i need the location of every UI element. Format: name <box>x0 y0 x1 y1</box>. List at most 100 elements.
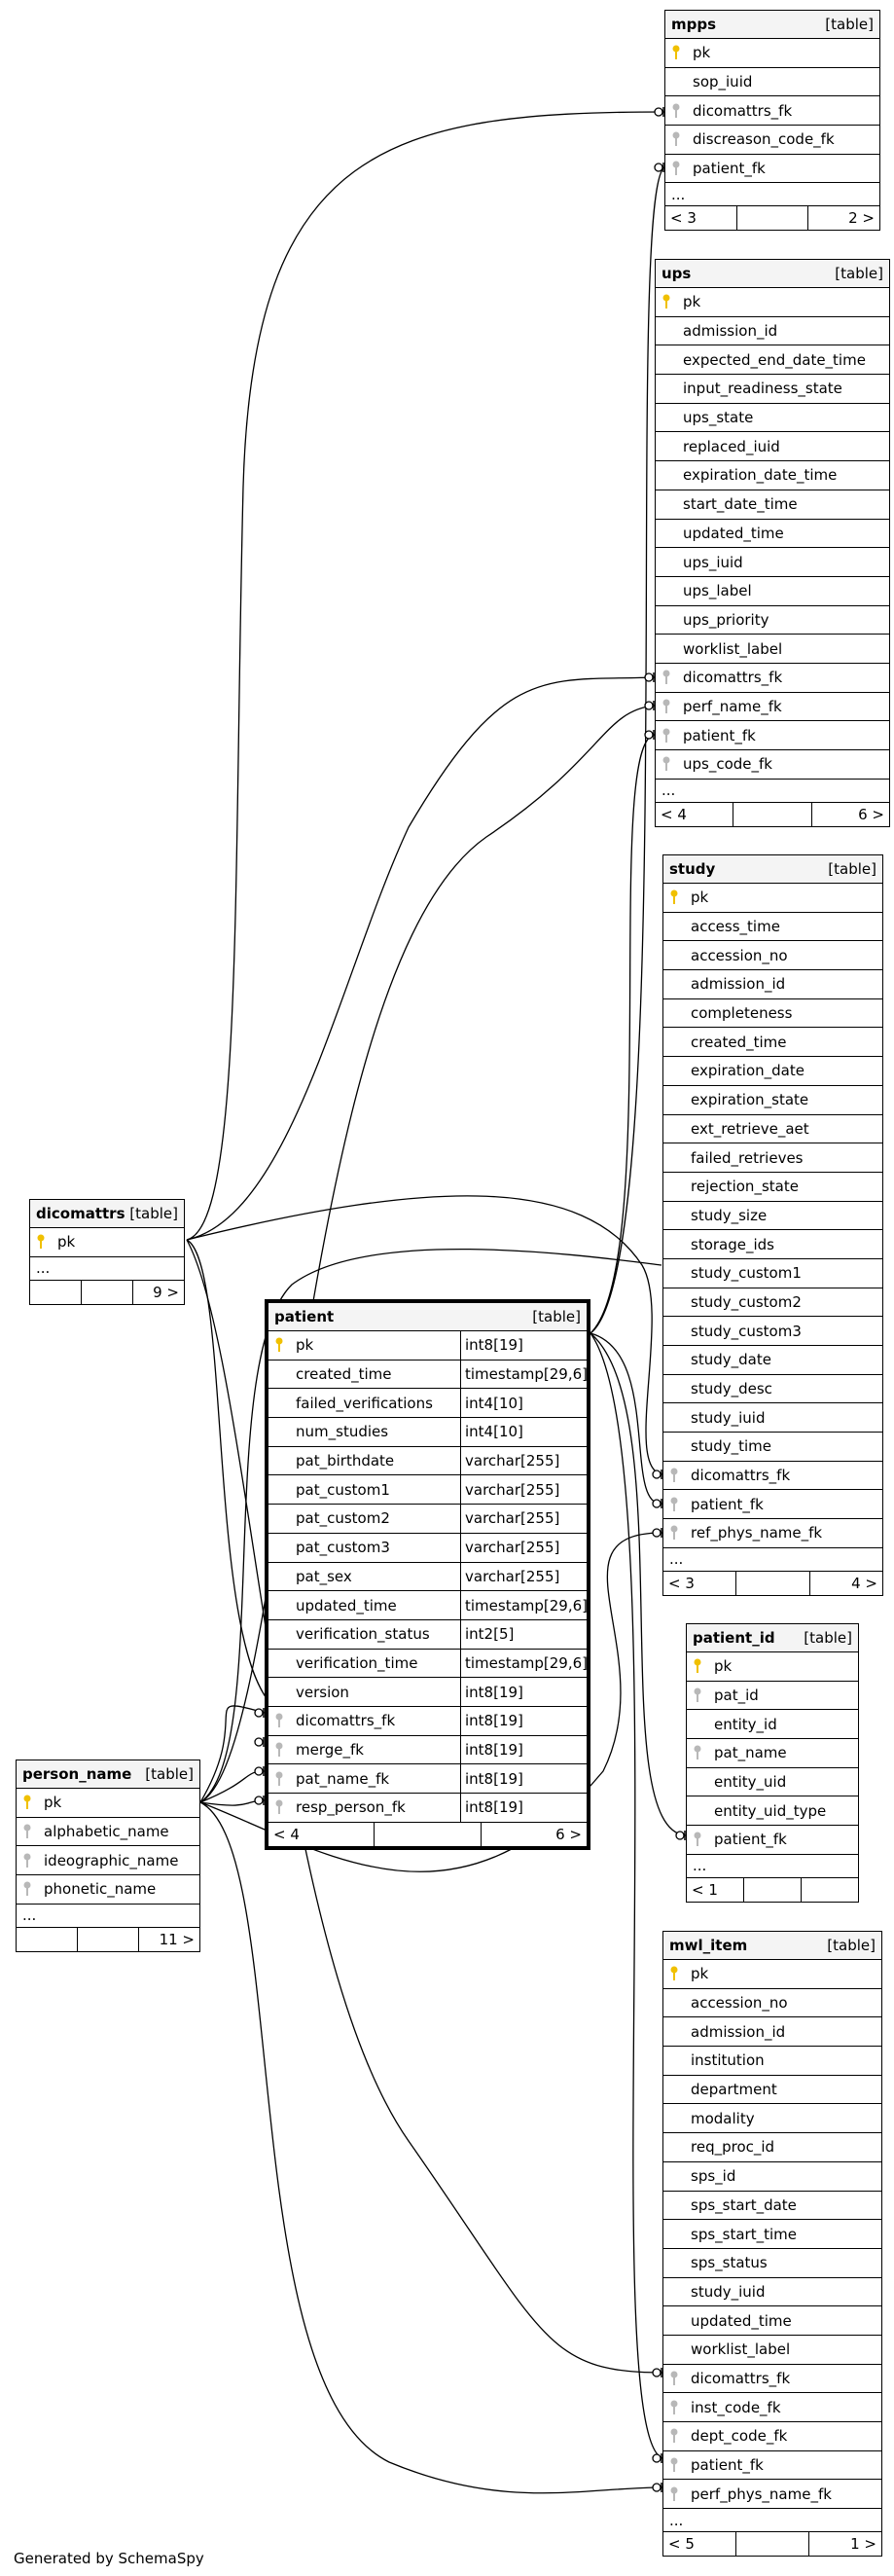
column-row[interactable]: sps_start_time <box>663 2220 881 2249</box>
column-row[interactable]: ups_iuid <box>656 548 889 577</box>
column-row[interactable]: study_custom1 <box>663 1259 882 1288</box>
column-row[interactable]: sps_start_date <box>663 2192 881 2221</box>
column-row[interactable]: pk <box>17 1789 199 1818</box>
column-row[interactable]: institution <box>663 2047 881 2076</box>
parents-count[interactable] <box>30 1280 82 1304</box>
column-row[interactable]: alphabetic_name <box>17 1818 199 1847</box>
parents-count[interactable]: < 4 <box>656 802 734 826</box>
column-row[interactable]: study_iuid <box>663 2278 881 2307</box>
column-row[interactable]: phonetic_name <box>17 1875 199 1905</box>
column-row[interactable]: access_time <box>663 913 882 942</box>
column-row[interactable]: patient_fk <box>687 1826 858 1855</box>
column-row[interactable]: sps_id <box>663 2162 881 2192</box>
column-row[interactable]: inst_code_fk <box>663 2393 881 2422</box>
column-row[interactable]: pat_id <box>687 1682 858 1711</box>
column-row[interactable]: worklist_label <box>663 2336 881 2365</box>
column-row[interactable]: pk <box>656 288 889 317</box>
column-row[interactable]: entity_uid_type <box>687 1796 858 1827</box>
column-row[interactable]: updated_time <box>663 2306 881 2336</box>
column-row[interactable]: study_iuid <box>663 1403 882 1433</box>
column-row[interactable]: expiration_date <box>663 1057 882 1086</box>
column-row[interactable]: entity_id <box>687 1710 858 1740</box>
column-row[interactable]: accession_no <box>663 941 882 971</box>
column-row[interactable]: admission_id <box>656 317 889 346</box>
children-count[interactable]: 6 > <box>555 1825 582 1843</box>
column-row[interactable]: storage_ids <box>663 1230 882 1259</box>
column-row[interactable]: completeness <box>663 999 882 1029</box>
column-row[interactable]: dicomattrs_fk <box>656 664 889 693</box>
column-row[interactable]: pk <box>30 1228 184 1257</box>
column-row[interactable]: ups_code_fk <box>656 750 889 780</box>
column-row[interactable]: entity_uid <box>687 1768 858 1797</box>
column-row[interactable]: worklist_label <box>656 635 889 664</box>
column-row[interactable]: dicomattrs_fk <box>663 2365 881 2394</box>
children-count[interactable]: 9 > <box>153 1283 179 1301</box>
column-row[interactable]: sop_iuid <box>665 68 879 97</box>
column-row[interactable]: input_readiness_state <box>656 375 889 404</box>
children-count[interactable]: 6 > <box>858 805 884 823</box>
column-row[interactable]: perf_name_fk <box>656 693 889 722</box>
column-row[interactable]: expiration_state <box>663 1086 882 1115</box>
column-row[interactable]: sps_status <box>663 2249 881 2278</box>
column-row[interactable]: ups_state <box>656 404 889 433</box>
children-count[interactable] <box>802 1878 858 1902</box>
column-row[interactable]: ext_retrieve_aet <box>663 1115 882 1144</box>
column-row[interactable]: study_desc <box>663 1375 882 1404</box>
parents-count[interactable]: < 3 <box>663 1571 737 1595</box>
column-row[interactable]: dicomattrs_fk <box>665 96 879 127</box>
column-row[interactable]: study_size <box>663 1202 882 1231</box>
column-row[interactable]: start_date_time <box>656 490 889 520</box>
parents-count[interactable]: < 3 <box>665 206 737 231</box>
column-row[interactable]: dicomattrs_fk <box>663 1462 882 1491</box>
column-row[interactable]: patient_fk <box>663 2451 881 2481</box>
column-row[interactable]: failed_retrieves <box>663 1143 882 1173</box>
column-row[interactable]: rejection_state <box>663 1173 882 1202</box>
column-row[interactable]: study_custom3 <box>663 1317 882 1346</box>
column-row[interactable]: patient_fk <box>665 155 879 184</box>
column-row[interactable]: pat_name <box>687 1739 858 1768</box>
column-row[interactable]: pk <box>665 39 879 68</box>
children-count[interactable]: 1 > <box>850 2535 876 2554</box>
column-row[interactable]: updated_time <box>656 520 889 549</box>
column-row[interactable]: perf_phys_name_fk <box>663 2480 881 2510</box>
parents-count[interactable]: < 5 <box>663 2532 736 2557</box>
children-count[interactable]: 2 > <box>848 209 876 228</box>
column-row[interactable]: ref_phys_name_fk <box>663 1519 882 1548</box>
column-row[interactable]: study_custom2 <box>663 1288 882 1318</box>
column-row[interactable]: discreason_code_fk <box>665 126 879 155</box>
column-row[interactable]: pk <box>663 1960 881 1989</box>
column-row[interactable]: ups_priority <box>656 606 889 635</box>
column-row[interactable]: study_time <box>663 1433 882 1462</box>
children-count[interactable]: 4 > <box>851 1574 877 1592</box>
column-row[interactable]: admission_id <box>663 2017 881 2048</box>
column-row[interactable]: expiration_date_time <box>656 461 889 490</box>
column-row[interactable]: req_proc_id <box>663 2133 881 2162</box>
column-row[interactable]: patient_fk <box>663 1490 882 1520</box>
column-row[interactable]: expected_end_date_time <box>656 345 889 376</box>
column-row[interactable]: ideographic_name <box>17 1846 199 1876</box>
column-row[interactable]: study_date <box>663 1346 882 1375</box>
parents-count[interactable]: < 1 <box>687 1877 744 1902</box>
column-row[interactable]: patient_fk <box>656 721 889 750</box>
parents-count[interactable] <box>17 1927 78 1951</box>
